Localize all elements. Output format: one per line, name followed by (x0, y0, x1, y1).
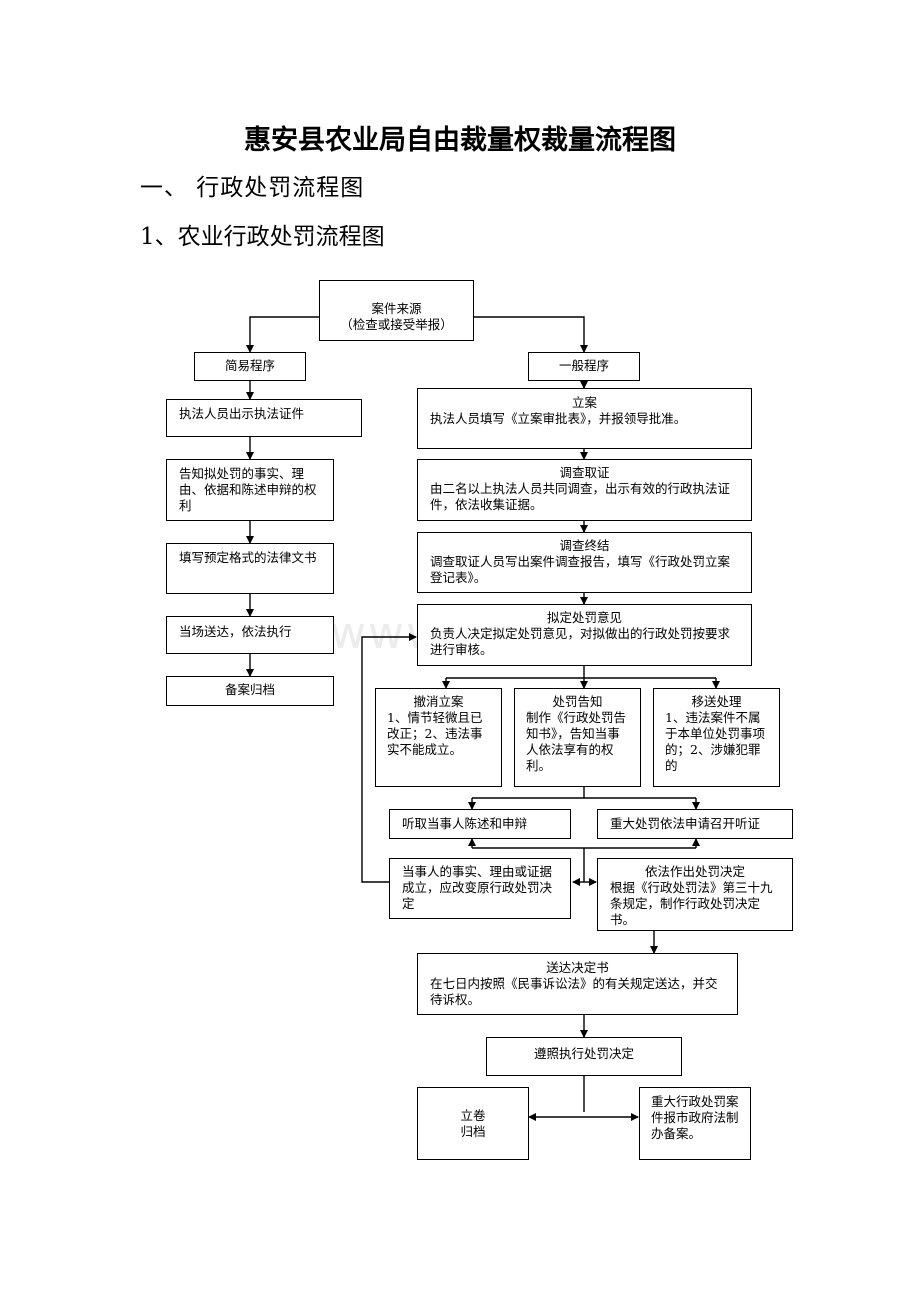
node-deliver-decision-body: 在七日内按照《民事诉讼法》的有关规定送达，并交待诉权。 (430, 976, 718, 1007)
node-deliver-decision: 送达决定书 在七日内按照《民事诉讼法》的有关规定送达，并交待诉权。 (417, 953, 738, 1015)
node-archive-line2: 归档 (460, 1124, 486, 1139)
node-register-title: 立案 (571, 395, 597, 410)
node-hear-statement: 听取当事人陈述和申辩 (389, 809, 571, 839)
node-execute-decision: 遵照执行处罚决定 (486, 1037, 682, 1076)
node-deliver-on-spot: 当场送达，依法执行 (166, 616, 334, 654)
node-make-decision-title: 依法作出处罚决定 (644, 864, 745, 879)
node-revoke-body: 1、情节轻微且已改正；2、违法事实不能成立。 (387, 710, 483, 757)
node-simple-procedure: 简易程序 (194, 352, 306, 381)
node-register-body: 执法人员填写《立案审批表》，并报领导批准。 (430, 411, 687, 426)
node-make-decision: 依法作出处罚决定 根据《行政处罚法》第三十九条规定，制作行政处罚决定书。 (597, 858, 793, 931)
node-investigate-title: 调查取证 (559, 465, 610, 480)
node-investigate: 调查取证 由二名以上执法人员共同调查，出示有效的行政执法证件，依法收集证据。 (417, 459, 752, 521)
node-case-source-line1: 案件来源 (371, 301, 422, 316)
node-case-source: 案件来源 （检查或接受举报） (319, 280, 474, 341)
node-draft-opinion-body: 负责人决定拟定处罚意见，对拟做出的行政处罚按要求进行审核。 (430, 626, 731, 657)
node-case-source-line2: （检查或接受举报） (340, 317, 453, 332)
node-investigation-end-body: 调查取证人员写出案件调查报告，填写《行政处罚立案登记表》。 (430, 554, 731, 585)
node-archive-line1: 立卷 (460, 1108, 486, 1123)
node-draft-opinion: 拟定处罚意见 负责人决定拟定处罚意见，对拟做出的行政处罚按要求进行审核。 (417, 604, 752, 666)
node-show-cert: 执法人员出示执法证件 (166, 399, 362, 437)
node-revoke-title: 撤消立案 (413, 694, 464, 709)
node-transfer-title: 移送处理 (691, 694, 742, 709)
subsection-heading: 1、农业行政处罚流程图 (140, 224, 385, 250)
node-hearing: 重大处罚依法申请召开听证 (597, 809, 793, 839)
node-draft-opinion-title: 拟定处罚意见 (546, 610, 622, 625)
arrow-feedback-loop (361, 633, 417, 883)
node-deliver-decision-title: 送达决定书 (546, 960, 609, 975)
node-notice-body: 制作《行政处罚告知书》，告知当事人依法享有的权利。 (526, 710, 627, 773)
node-general-procedure: 一般程序 (528, 352, 640, 381)
node-report-government: 重大行政处罚案件报市政府法制办备案。 (639, 1087, 751, 1160)
arrow-to-simple (246, 316, 320, 353)
node-inform-rights: 告知拟处罚的事实、理由、依据和陈述申辩的权利 (166, 459, 334, 521)
page-title: 惠安县农业局自由裁量权裁量流程图 (244, 125, 676, 156)
node-file-record: 备案归档 (166, 676, 334, 706)
node-notice-title: 处罚告知 (552, 694, 603, 709)
node-penalty-notice: 处罚告知 制作《行政处罚告知书》，告知当事人依法享有的权利。 (514, 688, 641, 787)
node-transfer: 移送处理 1、违法案件不属于本单位处罚事项的；2、涉嫌犯罪的 (653, 688, 780, 787)
node-change-decision: 当事人的事实、理由或证据成立，应改变原行政处罚决定 (389, 858, 571, 919)
node-archive: 立卷 归档 (417, 1087, 529, 1160)
node-revoke-case: 撤消立案 1、情节轻微且已改正；2、违法事实不能成立。 (375, 688, 502, 787)
node-investigation-end: 调查终结 调查取证人员写出案件调查报告，填写《行政处罚立案登记表》。 (417, 532, 752, 593)
node-investigation-end-title: 调查终结 (559, 538, 610, 553)
arrow-to-general (473, 316, 588, 353)
section-heading: 一、 行政处罚流程图 (140, 175, 365, 201)
node-make-decision-body: 根据《行政处罚法》第三十九条规定，制作行政处罚决定书。 (610, 880, 773, 927)
node-transfer-body: 1、违法案件不属于本单位处罚事项的；2、涉嫌犯罪的 (665, 710, 766, 773)
node-register-case: 立案 执法人员填写《立案审批表》，并报领导批准。 (417, 388, 752, 449)
node-investigate-body: 由二名以上执法人员共同调查，出示有效的行政执法证件，依法收集证据。 (430, 481, 731, 512)
node-fill-document: 填写预定格式的法律文书 (166, 543, 334, 594)
